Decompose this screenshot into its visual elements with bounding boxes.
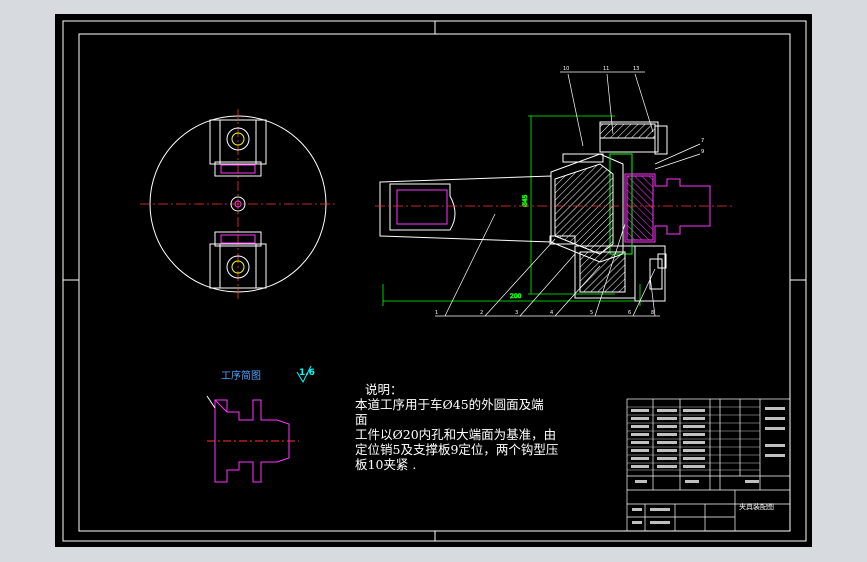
workpiece	[624, 173, 711, 243]
svg-text:9: 9	[701, 149, 704, 155]
svg-text:11: 11	[603, 66, 609, 72]
roughness-value: 1.6	[299, 368, 315, 378]
svg-text:8: 8	[651, 310, 654, 316]
notes-line-2: 面	[355, 412, 368, 427]
svg-text:13: 13	[633, 66, 639, 72]
title-block-rows	[627, 406, 760, 471]
title-block-drawing-name: 夹具装配图	[739, 503, 774, 511]
cad-viewport[interactable]: Ø45 200	[55, 14, 812, 547]
svg-text:7: 7	[701, 138, 704, 144]
dimension-lines: Ø45 200	[382, 115, 641, 306]
notes-line-3: 工件以Ø20内孔和大端面为基准，由	[355, 427, 557, 442]
leader-lines	[435, 71, 701, 317]
notes-line-4: 定位销5及支撑板9定位，两个钩型压	[355, 442, 559, 457]
title-block-fill	[631, 407, 785, 524]
support-plate-hatch	[579, 251, 626, 293]
svg-text:1: 1	[435, 310, 438, 316]
hatched-section	[554, 163, 614, 255]
border-ticks	[63, 21, 806, 541]
taper-shank	[379, 175, 552, 243]
bottom-clamp	[209, 231, 267, 289]
center-bore	[230, 196, 246, 212]
svg-text:3: 3	[515, 310, 518, 316]
svg-text:6: 6	[628, 310, 631, 316]
fixture-assembly-drawing: Ø45 200	[62, 20, 807, 542]
top-clamp	[209, 119, 267, 177]
svg-text:Ø45: Ø45	[522, 194, 529, 207]
notes-line-5: 板10夹紧 .	[355, 457, 417, 472]
bolts	[549, 125, 668, 290]
part-numbers: 10 11 13 1 2 3 4 5 6 8 7 9	[435, 66, 704, 316]
process-sketch-title: 工序简图	[221, 371, 261, 382]
end-view	[140, 109, 337, 299]
section-view: Ø45 200	[375, 66, 735, 317]
svg-text:4: 4	[550, 310, 553, 316]
process-sketch-drawing	[206, 365, 312, 483]
notes-heading: 说明：	[365, 382, 403, 397]
notes-line-1: 本道工序用于车Ø45的外圆面及端	[355, 397, 544, 412]
svg-text:5: 5	[590, 310, 593, 316]
clamp-plate-hatch	[599, 123, 656, 139]
svg-text:2: 2	[480, 310, 483, 316]
title-block	[626, 398, 791, 532]
svg-text:10: 10	[563, 66, 569, 72]
svg-text:200: 200	[510, 293, 522, 300]
